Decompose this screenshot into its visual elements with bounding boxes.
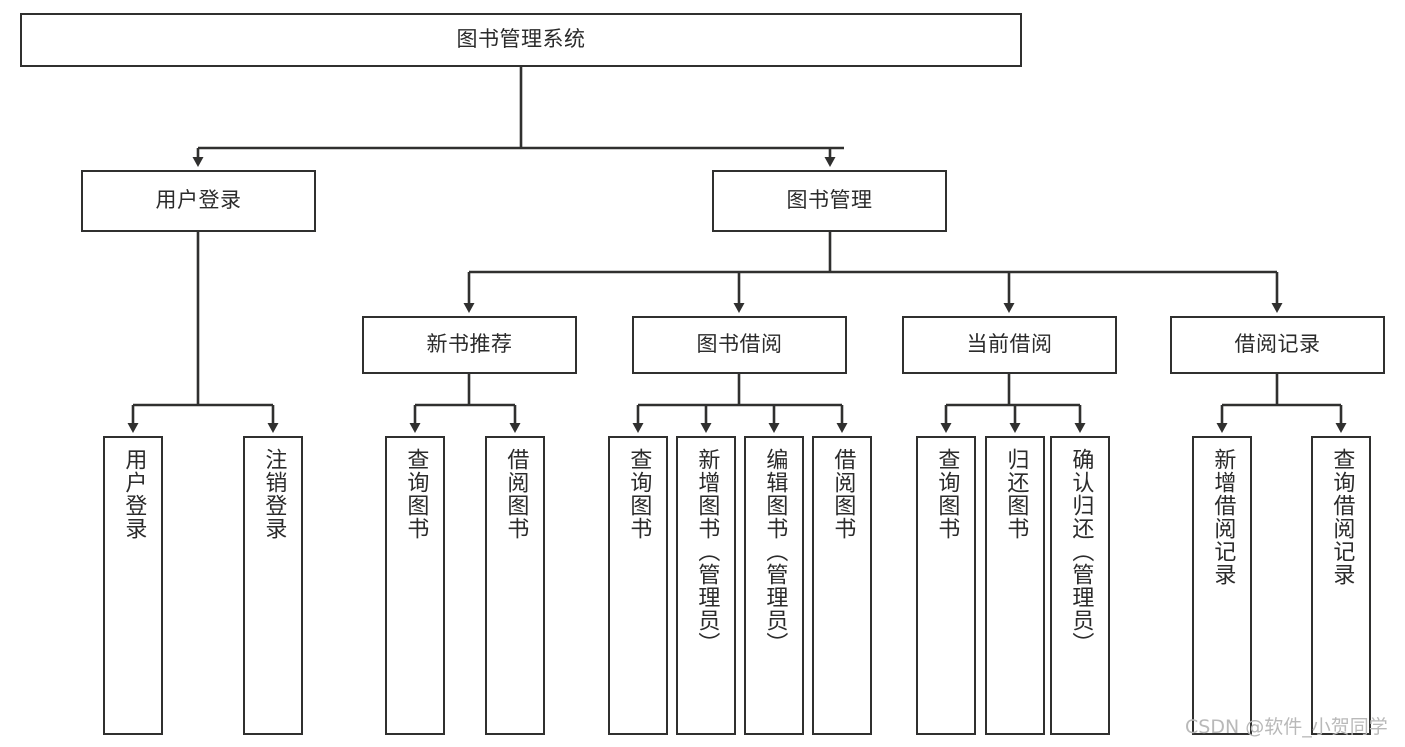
- watermark: CSDN @软件_小贺同学: [1185, 716, 1388, 738]
- node-user-login[interactable]: 用户登录: [81, 170, 316, 232]
- leaf-edit-book-admin[interactable]: 编辑图书（管理员）: [744, 436, 804, 735]
- leaf-confirm-return-admin[interactable]: 确认归还（管理员）: [1050, 436, 1110, 735]
- node-book-management[interactable]: 图书管理: [712, 170, 947, 232]
- leaf-user-login[interactable]: 用户登录: [103, 436, 163, 735]
- leaf-borrow-book-recommend-label: 借阅图书: [503, 448, 529, 540]
- leaf-borrow-book-label: 借阅图书: [830, 448, 856, 540]
- node-book-management-label: 图书管理: [786, 188, 873, 213]
- leaf-query-book-recommend[interactable]: 查询图书: [385, 436, 445, 735]
- leaf-add-book-admin[interactable]: 新增图书（管理员）: [676, 436, 736, 735]
- node-book-borrow-label: 图书借阅: [696, 332, 783, 357]
- leaf-query-book-current-label: 查询图书: [934, 448, 960, 540]
- leaf-return-book[interactable]: 归还图书: [985, 436, 1045, 735]
- leaf-confirm-return-admin-label: 确认归还（管理员）: [1068, 448, 1094, 655]
- node-current-borrow-label: 当前借阅: [966, 332, 1053, 357]
- leaf-edit-book-admin-label: 编辑图书（管理员）: [762, 448, 788, 655]
- node-borrow-record-label: 借阅记录: [1234, 332, 1321, 357]
- node-root-label: 图书管理系统: [456, 27, 586, 52]
- node-user-login-label: 用户登录: [155, 188, 242, 213]
- node-new-book-recommend[interactable]: 新书推荐: [362, 316, 577, 374]
- leaf-query-book-recommend-label: 查询图书: [403, 448, 429, 540]
- leaf-logout-label: 注销登录: [261, 448, 287, 540]
- leaf-query-book-current[interactable]: 查询图书: [916, 436, 976, 735]
- leaf-query-borrow-record-label: 查询借阅记录: [1329, 448, 1355, 586]
- leaf-add-book-admin-label: 新增图书（管理员）: [694, 448, 720, 655]
- leaf-user-login-label: 用户登录: [121, 448, 147, 540]
- leaf-query-borrow-record[interactable]: 查询借阅记录: [1311, 436, 1371, 735]
- node-new-book-recommend-label: 新书推荐: [426, 332, 513, 357]
- node-root[interactable]: 图书管理系统: [20, 13, 1022, 67]
- leaf-query-book-borrow[interactable]: 查询图书: [608, 436, 668, 735]
- leaf-add-borrow-record-label: 新增借阅记录: [1210, 448, 1236, 586]
- node-book-borrow[interactable]: 图书借阅: [632, 316, 847, 374]
- node-borrow-record[interactable]: 借阅记录: [1170, 316, 1385, 374]
- leaf-return-book-label: 归还图书: [1003, 448, 1029, 540]
- leaf-logout[interactable]: 注销登录: [243, 436, 303, 735]
- leaf-borrow-book[interactable]: 借阅图书: [812, 436, 872, 735]
- node-current-borrow[interactable]: 当前借阅: [902, 316, 1117, 374]
- leaf-query-book-borrow-label: 查询图书: [626, 448, 652, 540]
- leaf-borrow-book-recommend[interactable]: 借阅图书: [485, 436, 545, 735]
- leaf-add-borrow-record[interactable]: 新增借阅记录: [1192, 436, 1252, 735]
